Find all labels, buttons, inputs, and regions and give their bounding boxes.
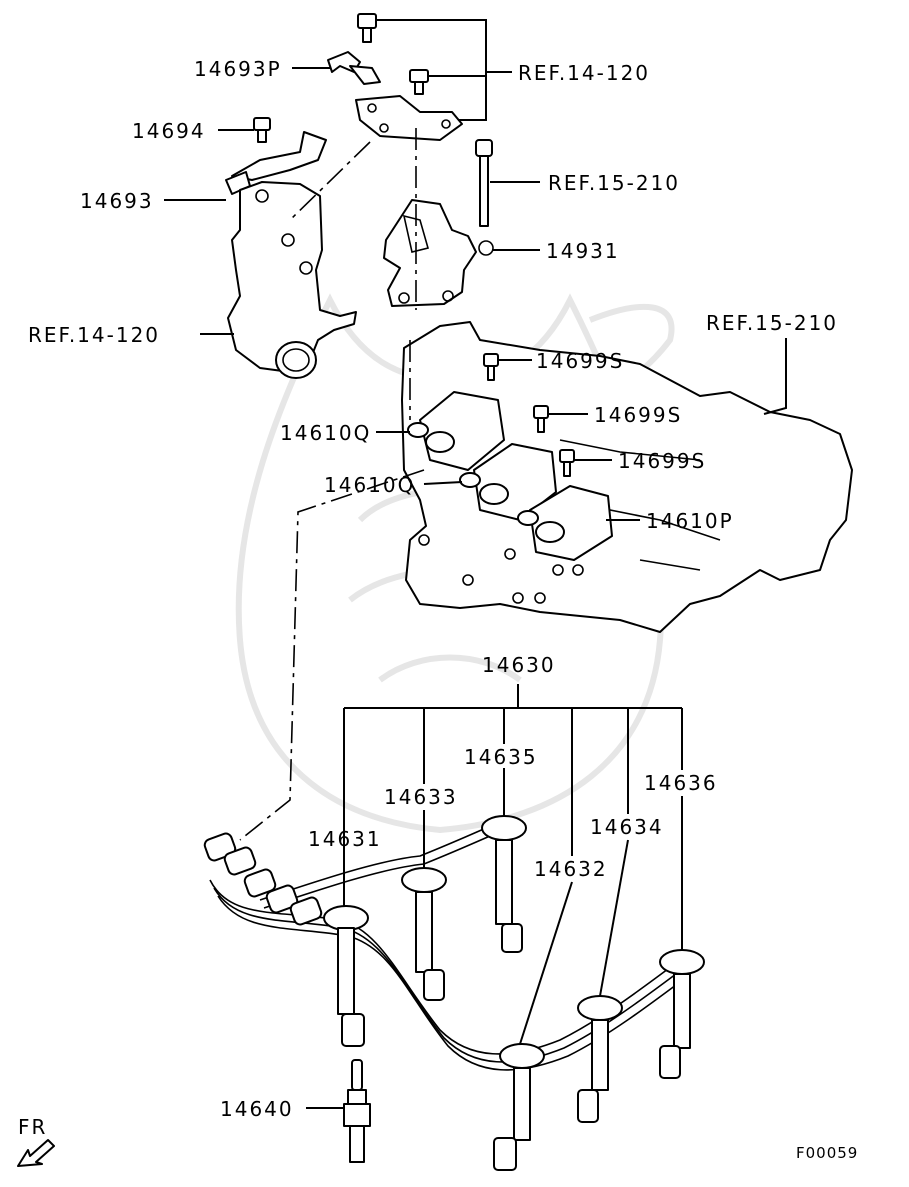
ignition-coil-3: [517, 485, 613, 561]
callout-leaders: [164, 67, 787, 1109]
reference-dash-lines: [239, 128, 425, 841]
label-14931: 14931: [546, 239, 620, 263]
label-14610Q-a: 14610Q: [280, 421, 371, 445]
spark-plug: [343, 1059, 371, 1163]
label-14640: 14640: [220, 1097, 294, 1121]
cable-set-leaders: [343, 684, 683, 1045]
thermostat-housing: [227, 181, 357, 379]
long-bolt: [475, 139, 493, 227]
ignition-coil-2: [459, 443, 557, 521]
label-14632: 14632: [534, 857, 608, 881]
label-14693: 14693: [80, 189, 154, 213]
plug-boot-14632: [493, 1043, 545, 1171]
label-14635: 14635: [464, 745, 538, 769]
label-14699S-b: 14699S: [594, 403, 682, 427]
label-14630: 14630: [482, 653, 556, 677]
front-arrow-icon: [17, 1139, 55, 1167]
label-14633: 14633: [384, 785, 458, 809]
callout-labels: 14693P REF.14-120 14694 REF.15-210 14693…: [18, 57, 858, 1162]
plug-boot-14633: [401, 867, 447, 1001]
intake-manifold: [401, 321, 853, 633]
ignition-coil-1: [407, 391, 505, 471]
label-ref-15-210-mid: REF.15-210: [548, 171, 680, 195]
plug-boot-14636: [659, 949, 705, 1079]
label-14610Q-b: 14610Q: [324, 473, 415, 497]
ref-14-120-bracket-leaders: [376, 19, 512, 121]
cable-harness: [209, 821, 689, 1071]
label-ref-15-210-right: REF.15-210: [706, 311, 838, 335]
plug-boot-14631: [323, 905, 369, 1047]
coil-end-boots: [203, 832, 323, 926]
label-14631: 14631: [308, 827, 382, 851]
label-14634: 14634: [590, 815, 664, 839]
label-14636: 14636: [644, 771, 718, 795]
bolt-14694: [253, 117, 271, 143]
label-14693P: 14693P: [194, 57, 282, 81]
label-14699S-a: 14699S: [536, 349, 624, 373]
plug-boot-14634: [577, 995, 623, 1123]
figure-code: F00059: [796, 1144, 858, 1162]
label-14694: 14694: [132, 119, 206, 143]
front-marker-label: FR: [18, 1115, 47, 1139]
bolts-14699S: [483, 353, 575, 477]
plug-boot-14635: [481, 815, 527, 953]
label-ref-14-120-top: REF.14-120: [518, 61, 650, 85]
label-ref-14-120-left: REF.14-120: [28, 323, 160, 347]
bracket-assembly: [327, 13, 463, 141]
coil-bracket-14931: [383, 199, 494, 307]
label-14610P: 14610P: [646, 509, 734, 533]
label-14699S-c: 14699S: [618, 449, 706, 473]
